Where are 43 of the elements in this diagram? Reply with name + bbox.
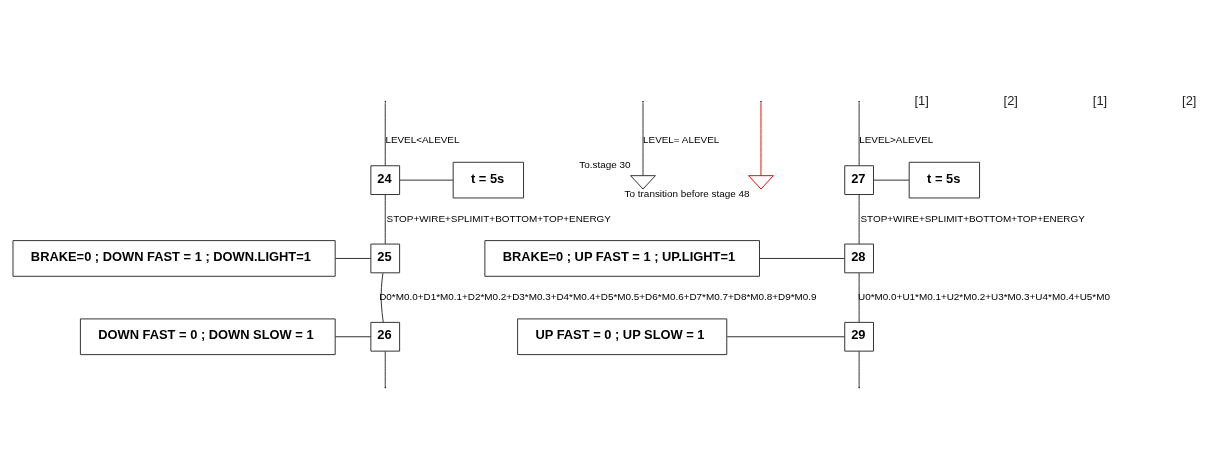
node-box: 28 xyxy=(844,243,874,274)
connector xyxy=(873,179,910,181)
edge-label: STOP+WIRE+SPLIMIT+BOTTOM+TOP+ENERGY xyxy=(860,212,1085,224)
node-box: BRAKE=0 ; UP FAST = 1 ; UP.LIGHT=1 xyxy=(484,240,760,277)
connector xyxy=(399,179,454,181)
edge-label: LEVEL>ALEVEL xyxy=(859,134,934,146)
node-box: 27 xyxy=(844,165,874,195)
node-triangle xyxy=(630,175,656,190)
connector xyxy=(858,102,860,166)
node-box: 24 xyxy=(370,165,401,195)
connector xyxy=(760,102,762,177)
edge-label: D0*M0.0+D1*M0.1+D2*M0.2+D3*M0.3+D4*M0.4+D5*M0.5+D6*M0.6+D7*M0.7+D8*M0.8+D9*M0.9 xyxy=(379,291,817,303)
connector xyxy=(384,194,386,245)
connector xyxy=(384,102,386,166)
edge-label: STOP+WIRE+SPLIMIT+BOTTOM+TOP+ENERGY xyxy=(386,212,611,224)
connector xyxy=(726,336,846,338)
node-box: 25 xyxy=(370,243,401,274)
node-box: DOWN FAST = 0 ; DOWN SLOW = 1 xyxy=(79,318,336,356)
connector xyxy=(759,257,846,259)
connector xyxy=(334,257,372,259)
node-box: t = 5s xyxy=(452,161,525,199)
node-box: 26 xyxy=(370,321,401,352)
node-box: t = 5s xyxy=(908,161,981,199)
connector xyxy=(642,102,644,177)
label: [1] xyxy=(1092,93,1108,109)
node-box: BRAKE=0 ; DOWN FAST = 1 ; DOWN.LIGHT=1 xyxy=(12,240,336,277)
node-label: To transition before stage 48 xyxy=(624,187,750,199)
connector xyxy=(858,194,860,245)
connector xyxy=(858,272,860,323)
connector xyxy=(380,272,384,323)
node-box: 29 xyxy=(844,321,874,352)
edge-label: LEVEL= ALEVEL xyxy=(643,134,720,146)
node-triangle xyxy=(748,175,774,190)
connector xyxy=(384,350,386,388)
edge-label: U0*M0.0+U1*M0.1+U2*M0.2+U3*M0.3+U4*M0.4+U5*M0 xyxy=(858,291,1110,303)
label: [2] xyxy=(1182,93,1197,109)
node-box: UP FAST = 0 ; UP SLOW = 1 xyxy=(517,318,728,356)
label: [2] xyxy=(1003,93,1018,109)
connector xyxy=(334,336,372,338)
node-label: To.stage 30 xyxy=(579,159,631,171)
label: [1] xyxy=(914,93,929,109)
connector xyxy=(858,350,860,388)
edge-label: LEVEL<ALEVEL xyxy=(385,134,460,146)
